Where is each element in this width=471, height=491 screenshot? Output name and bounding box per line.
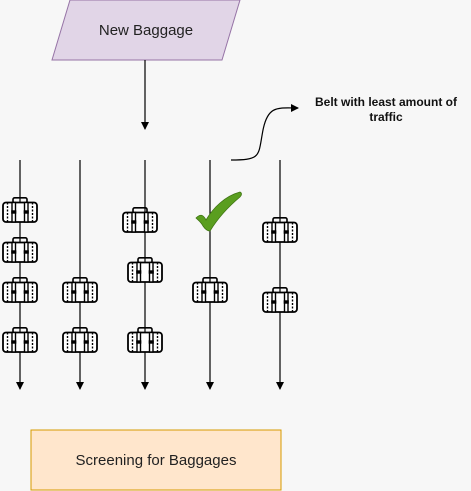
belt-4 (192, 160, 242, 390)
annotation-connector (230, 103, 299, 161)
belt-1 (2, 160, 38, 390)
new-baggage-label: New Baggage (98, 21, 194, 39)
belt-2 (62, 160, 98, 390)
check-mark-icon (195, 191, 242, 232)
new-baggage-node (51, 0, 241, 61)
suitcase-icon (122, 207, 158, 233)
annotation-text: Belt with least amount of traffic (314, 95, 457, 124)
belt-3 (122, 160, 163, 390)
belt-5 (262, 160, 298, 390)
screening-label: Screening for Baggages (75, 451, 237, 469)
screening-node (30, 429, 282, 491)
